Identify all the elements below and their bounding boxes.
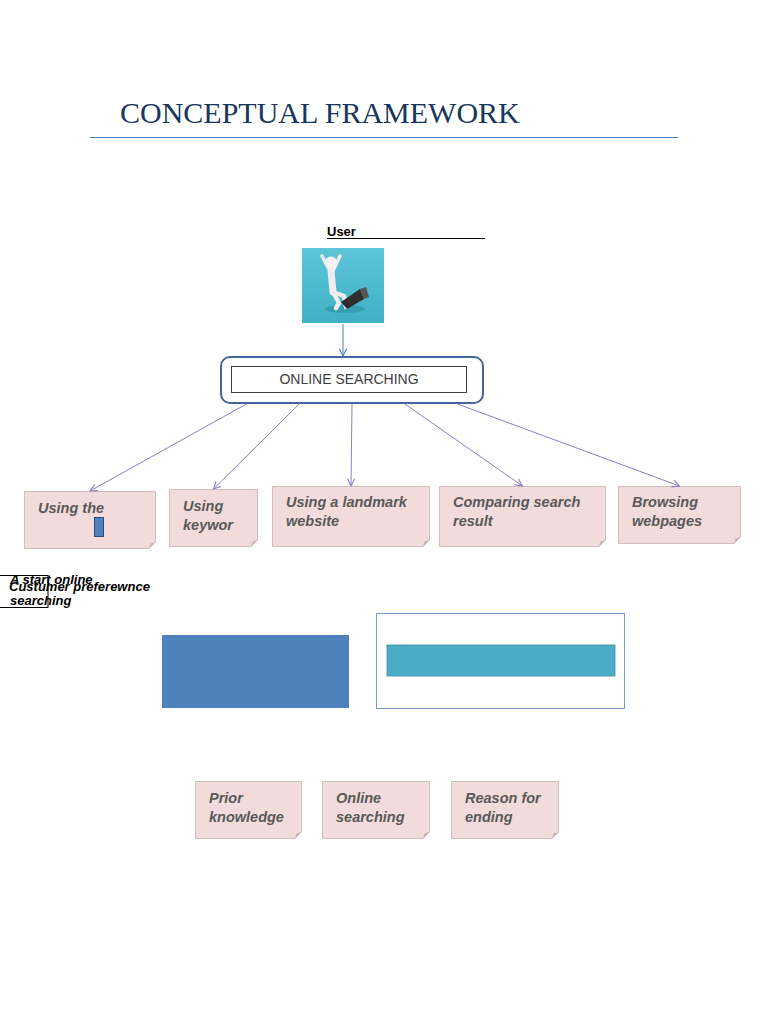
box-label: Using a landmark website <box>286 493 426 531</box>
box-label: Comparing search result <box>453 493 598 531</box>
method-box: Browsing webpages <box>618 486 741 544</box>
figure-head <box>325 257 338 270</box>
laptop-screen <box>360 287 369 299</box>
folded-corner <box>599 540 606 547</box>
arrow-connector <box>351 404 352 486</box>
box-label: Browsing webpages <box>632 493 724 531</box>
box-outline <box>24 491 156 549</box>
box-label: Prior knowledge <box>209 789 295 827</box>
user-figure-node: User <box>302 224 384 324</box>
folded-corner <box>552 832 559 839</box>
folded-corner <box>423 540 430 547</box>
box-shape <box>440 487 606 547</box>
folded-corner <box>251 540 258 547</box>
box-label: ONLINE SEARCHING <box>231 366 467 393</box>
arrow-connector <box>458 404 680 486</box>
heading-label: User <box>327 224 384 240</box>
method-box: Comparing search result <box>439 486 606 547</box>
box-shape <box>619 487 741 544</box>
box-shape <box>323 782 430 839</box>
method-box: Using the <box>24 491 156 549</box>
folded-corner <box>295 832 302 839</box>
process-box: ONLINE SEARCHING <box>220 356 484 404</box>
box-shape <box>25 492 156 549</box>
title-rule <box>90 137 678 138</box>
box-shape <box>273 487 430 547</box>
folded-corner <box>734 537 741 544</box>
factor-box: Online searching <box>322 781 430 839</box>
folded-corner <box>149 542 156 549</box>
outlined-frame <box>377 614 625 709</box>
folded-corner <box>423 832 430 839</box>
factor-box: Reason for ending <box>451 781 559 839</box>
diagram-title: CONCEPTUAL FRAMEWORK <box>120 95 520 131</box>
side-note: Custumer preferewnce <box>9 579 209 595</box>
user-illustration-bg <box>302 248 384 323</box>
box-shape <box>170 490 258 547</box>
box-label: Reason for ending <box>465 789 551 827</box>
box-label: Using keywor <box>183 497 245 535</box>
method-box: Using keywor <box>169 489 258 547</box>
figure-body <box>331 270 333 292</box>
figure-shadow <box>325 305 365 313</box>
laptop <box>341 289 364 309</box>
factor-box: Prior knowledge <box>195 781 302 839</box>
arrow-connector <box>343 324 344 356</box>
figure-arm <box>322 256 331 273</box>
arrow-connector <box>90 404 246 491</box>
arrow-connector <box>405 404 523 486</box>
blue-rectangle <box>162 635 349 708</box>
box-label: Using the <box>38 499 148 518</box>
box-shape <box>452 782 559 839</box>
method-box: Using a landmark website <box>272 486 430 547</box>
small-blue-marker <box>95 518 104 537</box>
box-label: Online searching <box>336 789 422 827</box>
figure-leg <box>333 292 346 307</box>
box-shape <box>196 782 302 839</box>
figure-arm <box>332 256 340 273</box>
figure-leg <box>333 292 339 308</box>
user-figure <box>322 256 346 308</box>
teal-bar <box>387 645 615 676</box>
arrow-connector <box>214 404 300 489</box>
